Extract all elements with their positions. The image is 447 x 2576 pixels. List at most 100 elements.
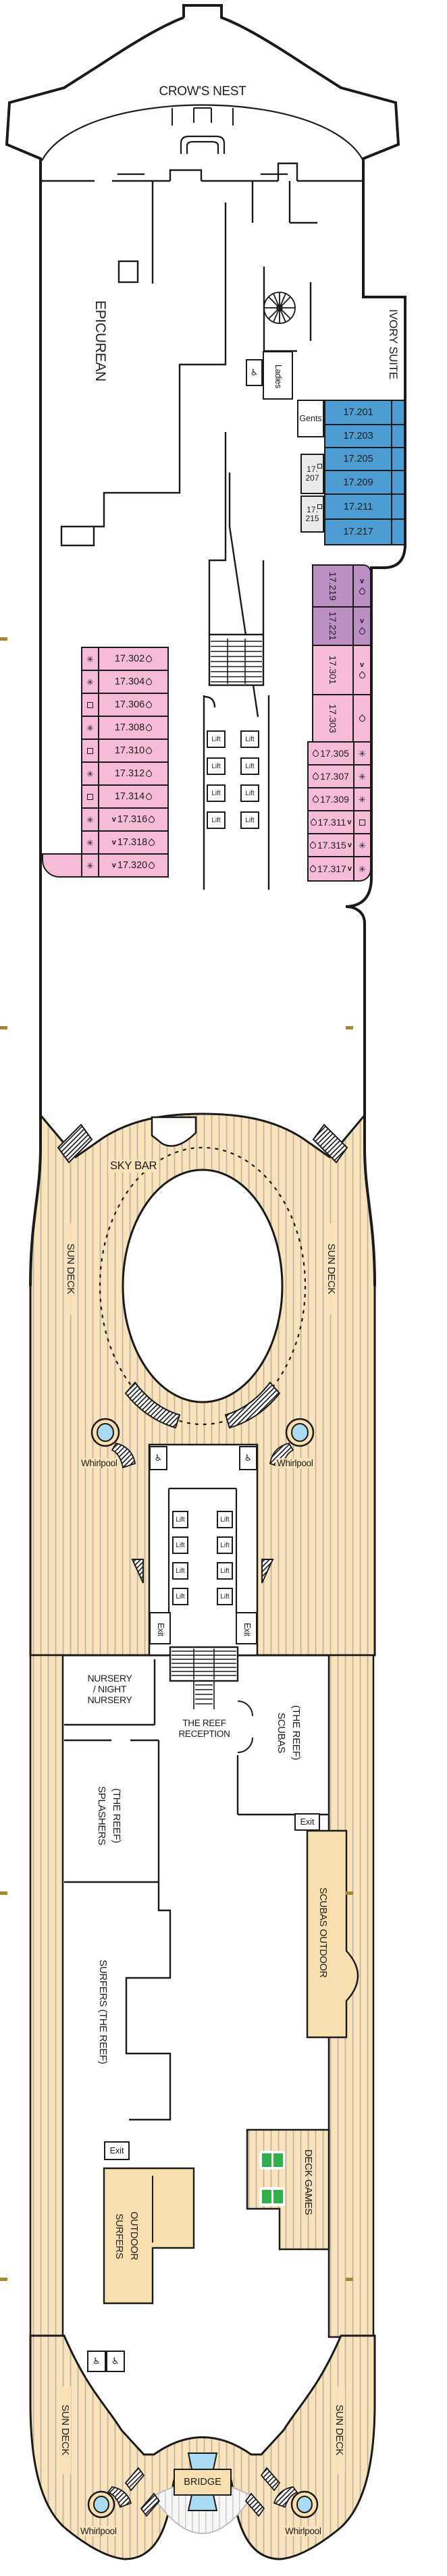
cabin-17314: 17.314 — [81, 784, 169, 809]
v-mark: v — [359, 576, 365, 585]
wheelchair-icon: ♿ — [111, 2356, 120, 2366]
cabin-number: 17.320 — [117, 860, 148, 871]
cabin-number: 215 — [305, 513, 319, 523]
cabin-number: 17.314 — [114, 791, 145, 802]
cabin-17215: 17. 215 — [300, 495, 324, 533]
whirlpool-label: Whirlpool — [275, 1458, 315, 1468]
cabin-number: 17.201 — [343, 407, 373, 418]
lift-label: Lift — [245, 735, 255, 743]
cabin-number: 17.219 — [327, 571, 338, 601]
exit-door: Exit — [149, 1612, 171, 1644]
whirlpool-label: Whirlpool — [79, 2526, 118, 2536]
cabin-17207: 17. 207 — [300, 454, 324, 494]
nursery-line: NURSERY — [87, 1673, 132, 1684]
accessible-wc: ♿ — [87, 2351, 106, 2372]
feature-cell: v — [352, 608, 370, 645]
cabin-17302: ✳ 17.302 — [81, 647, 169, 671]
lift: Lift — [240, 757, 259, 775]
cabin-number: 17.302 — [114, 653, 145, 664]
nursery-line: NURSERY — [87, 1694, 132, 1706]
lift: Lift — [207, 811, 226, 829]
lift-label: Lift — [245, 762, 255, 770]
asterisk-icon: ✳ — [359, 748, 366, 759]
gents-room: Gents — [297, 400, 324, 437]
gents-label: Gents — [299, 414, 322, 423]
feature-cell: v — [352, 646, 370, 694]
fold-mark — [0, 2278, 7, 2281]
lift: Lift — [240, 811, 259, 829]
cabin-number: 17.316 — [117, 814, 148, 825]
sky-bar-label: SKY BAR — [108, 1160, 159, 1173]
ivory-suite-label: IVORY SUITE — [387, 309, 400, 379]
accessible-wc: ♿ — [106, 2351, 125, 2372]
lift: Lift — [217, 1511, 233, 1528]
balcony-cell — [391, 520, 404, 544]
accessible-wc: ♿ — [149, 1446, 167, 1470]
cabin-number: 17.217 — [343, 527, 373, 537]
feature-cell — [352, 695, 370, 741]
droplet-icon — [309, 864, 317, 874]
cabin-number: 17.209 — [343, 477, 373, 488]
feature-cell: ✳ — [353, 857, 370, 880]
asterisk-icon: ✳ — [359, 863, 366, 874]
cabin-number: 17. — [307, 464, 318, 475]
lift-label: Lift — [220, 1515, 230, 1524]
feature-cell: ✳ — [353, 788, 370, 810]
cabin-number: 17.312 — [114, 768, 145, 779]
reception-line: RECEPTION — [178, 1729, 230, 1740]
lift: Lift — [240, 784, 259, 802]
lift: Lift — [207, 784, 226, 802]
lift-label: Lift — [176, 1541, 185, 1549]
exit-door: Exit — [294, 1813, 320, 1831]
droplet-icon — [311, 772, 320, 781]
droplet-icon — [144, 746, 154, 755]
sun-deck-label: SUN DECK — [325, 1223, 337, 1314]
reef-reception-label: THE REEF RECEPTION — [162, 1718, 246, 1740]
cabin-17217: 17.217 — [324, 518, 405, 545]
square-icon — [87, 793, 93, 800]
lift: Lift — [172, 1588, 188, 1605]
balcony-cell — [391, 401, 404, 424]
wheelchair-icon: ♿ — [250, 367, 259, 377]
square-icon — [87, 701, 93, 708]
droplet-icon — [144, 769, 154, 778]
droplet-icon — [144, 700, 154, 709]
feature-cell: ✳ — [353, 766, 370, 787]
bridge-label: BRIDGE — [184, 2477, 221, 2488]
reception-line: THE REEF — [182, 1718, 226, 1728]
ladies-room: Ladies — [263, 351, 293, 400]
droplet-icon — [144, 723, 154, 732]
square-icon — [317, 464, 322, 469]
droplet-icon — [357, 671, 367, 680]
square-icon — [317, 504, 322, 509]
sun-deck-label: SUN DECK — [334, 2386, 345, 2474]
square-icon — [359, 819, 365, 826]
lift-label: Lift — [220, 1541, 230, 1549]
v-mark: v — [111, 838, 116, 847]
droplet-icon — [309, 817, 318, 827]
cabin-17307: 17.307 ✳ — [307, 764, 371, 788]
cabin-17221: 17.221 v — [312, 606, 371, 646]
v-mark: v — [359, 661, 365, 669]
asterisk-icon: ✳ — [86, 722, 94, 733]
lift-label: Lift — [211, 735, 221, 743]
droplet-icon — [144, 677, 154, 687]
whirlpool-label: Whirlpool — [80, 1458, 119, 1468]
cabin-17303: 17.303 — [312, 694, 371, 743]
droplet-icon — [357, 714, 367, 723]
cabin-17209: 17.209 — [324, 470, 405, 495]
whirlpool-label: Whirlpool — [284, 2526, 323, 2536]
cabin-number: 17.211 — [343, 501, 373, 512]
cabin-17203: 17.203 — [324, 424, 405, 448]
v-mark: v — [111, 861, 116, 869]
lift-label: Lift — [176, 1567, 185, 1575]
nursery-line: / NIGHT — [93, 1684, 127, 1695]
wheelchair-icon: ♿ — [244, 1453, 253, 1463]
droplet-icon — [311, 795, 320, 804]
feature-cell: ✳ — [353, 834, 370, 856]
fold-mark — [346, 1026, 353, 1029]
lift-label: Lift — [211, 789, 221, 797]
droplet-icon — [357, 587, 367, 596]
